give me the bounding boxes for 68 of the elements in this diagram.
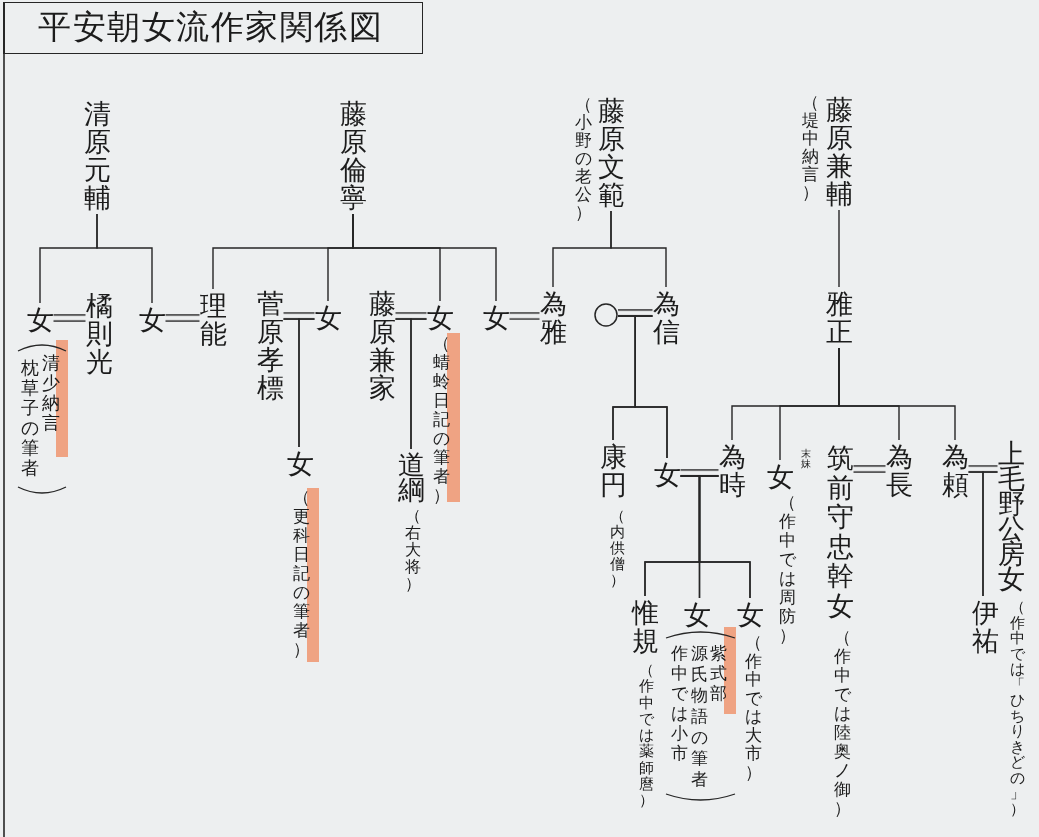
note-text: （更科日記の筆者） [292,488,310,659]
person-name: 為雅 [539,290,567,346]
person-name: 橘則光 [85,292,113,376]
note-text: 清少納言 [42,353,60,433]
connector-line [634,315,668,459]
double-line [283,312,315,320]
person-name: 雅正 [825,290,853,346]
person-name: 女 [426,304,454,332]
person-name: 女 [683,601,711,629]
note-text: 作中では小市 [670,643,688,763]
person-name: 伊祐 [971,599,999,655]
note-text: （作中では周防） [778,493,796,645]
double-line [53,314,86,322]
double-line [853,465,886,473]
person-name: 女 [736,601,764,629]
person-name: 藤原兼家 [368,290,396,402]
person-name: 清原元輔 [83,100,111,212]
double-line [395,312,427,320]
connector-line [352,213,497,302]
person-name: 康円 [599,443,627,499]
connector-line [982,471,999,597]
title: 平安朝女流作家関係図 [3,2,423,54]
person-name: 道綱 [397,452,425,502]
circle-symbol [594,303,618,327]
double-line [165,314,200,322]
person-name: 藤原兼輔 [825,96,853,208]
note-text: （蜻蛉日記の筆者） [432,334,450,505]
person-name: 女 [314,304,342,332]
person-name: 惟規 [631,599,659,655]
person-name: 筑前守忠幹女 [826,443,854,620]
person-name: 為頼 [941,443,969,499]
connector-line [838,209,840,288]
person-name: 女 [138,306,166,334]
person-name: 藤原文範 [597,97,625,209]
connector-line [698,475,751,599]
person-name: 女 [286,450,314,478]
note-text: （作中では「ひちりきどの」） [1009,600,1025,817]
note-text: 枕草子の筆者 [21,358,39,478]
note-text: （作中では陸奥ノ御） [833,628,851,818]
person-name: 上毛野公房女 [997,441,1025,591]
person-name: 為長 [885,443,913,499]
person-name: 為時 [718,443,746,499]
connector-line [96,213,153,304]
double-line [618,309,653,317]
person-name: 菅原孝標 [256,290,284,402]
person-name: 女 [482,304,510,332]
note-text: （堤中納言） [801,93,819,201]
note-text: （右大将） [405,507,421,592]
person-name: 為信 [652,290,680,346]
note-text: 末妹 [801,449,811,469]
double-line [509,312,540,320]
person-name: 女 [26,306,54,334]
note-text: （作中では大市） [744,633,762,781]
note-text: （小野の老公） [574,95,592,221]
connector-line [838,347,956,441]
person-name: 女 [653,461,681,489]
person-name: 藤原倫寧 [339,100,367,212]
person-name: 理能 [199,292,227,348]
connector-line [410,318,428,450]
note-text: （内供僧） [609,508,625,588]
note-text: （作中では薬師麿） [638,662,654,809]
note-text: 源氏物語の筆者 [690,643,708,790]
person-name: 女 [766,463,794,491]
double-line [968,465,998,473]
double-line [680,469,719,477]
connector-line [298,318,316,448]
note-text: 紫式部 [709,643,727,703]
connector-line [610,210,667,288]
